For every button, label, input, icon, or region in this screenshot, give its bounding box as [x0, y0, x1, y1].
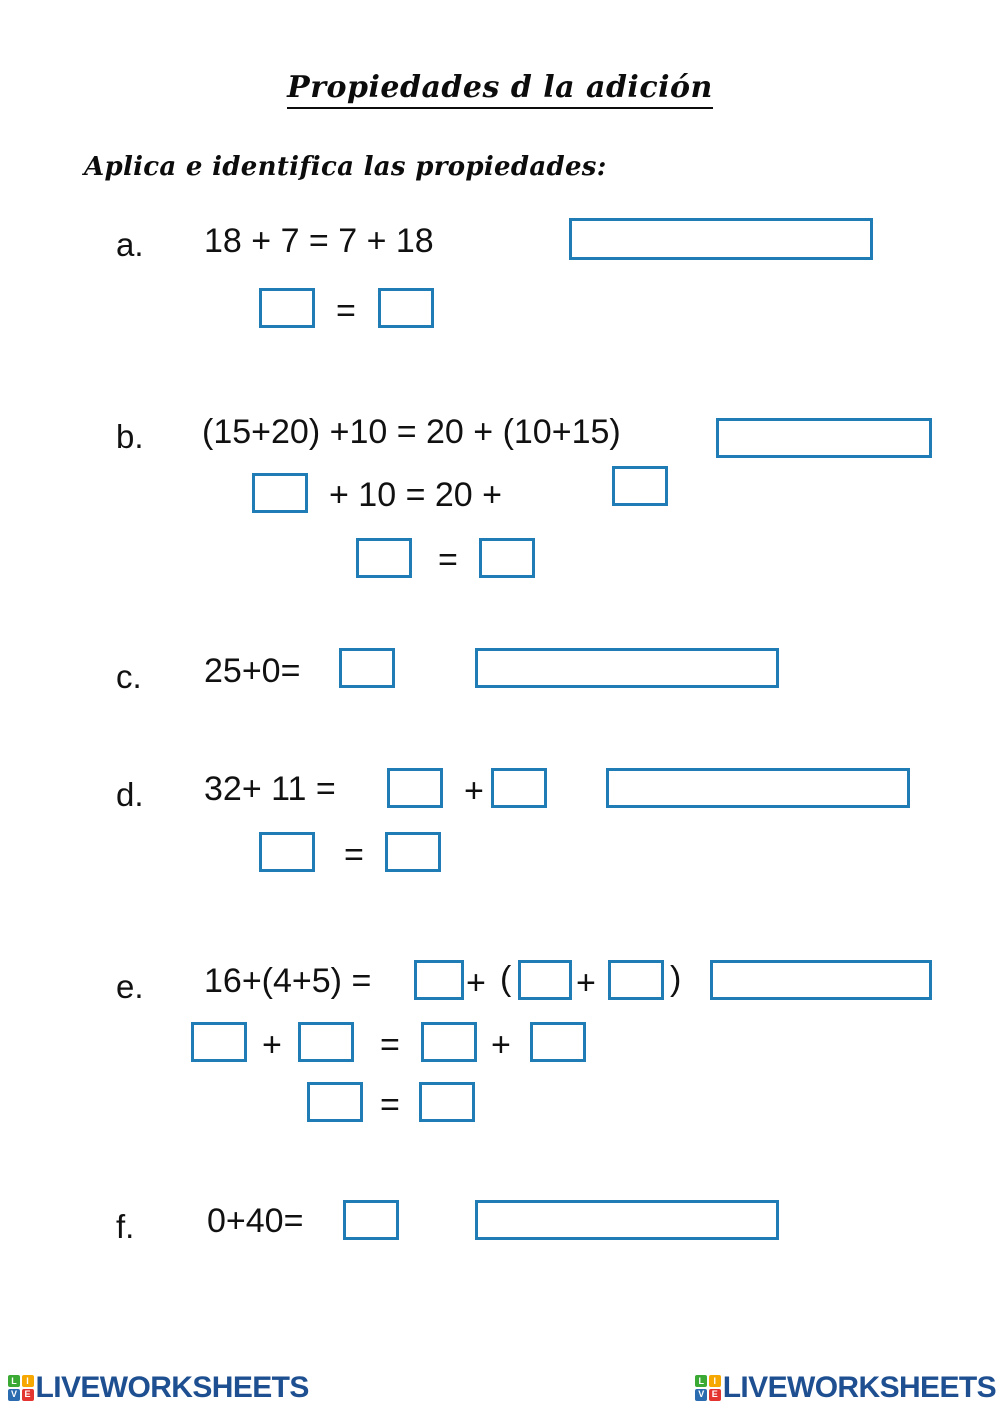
exercise-d-answer-box[interactable] [606, 768, 910, 808]
exercise-e-plus-2: + [576, 964, 596, 1002]
exercise-a-expression: 18 + 7 = 7 + 18 [204, 222, 434, 260]
exercise-a-equals: = [336, 292, 356, 330]
exercise-b-input-1[interactable] [252, 473, 308, 513]
page-title: Propiedades d la adición [287, 72, 713, 109]
exercise-e-input-3[interactable] [608, 960, 664, 1000]
exercise-b-answer-box[interactable] [716, 418, 932, 458]
exercise-f-input-1[interactable] [343, 1200, 399, 1240]
exercise-d-input-2[interactable] [491, 768, 547, 808]
exercise-a-input-1[interactable] [259, 288, 315, 328]
exercise-e-input-2[interactable] [518, 960, 572, 1000]
exercise-b-equals: = [438, 541, 458, 579]
footer-brand-text-right: LIVEWORKSHEETS [722, 1371, 997, 1404]
exercise-e-line3-equals: = [380, 1086, 400, 1124]
exercise-e-close-paren: ) [670, 960, 682, 998]
lw-tile-e: E [21, 1388, 34, 1401]
exercise-d-expression: 32+ 11 = [204, 770, 336, 808]
liveworksheets-tiles-icon: L I V E [8, 1375, 34, 1401]
exercise-e-input-7[interactable] [530, 1022, 586, 1062]
exercise-d-plus: + [464, 772, 484, 810]
exercise-letter-e: e. [116, 968, 144, 1005]
exercise-letter-b: b. [116, 418, 144, 455]
exercise-b-input-4[interactable] [479, 538, 535, 578]
exercise-d-input-1[interactable] [387, 768, 443, 808]
exercise-f-answer-box[interactable] [475, 1200, 779, 1240]
exercise-b-input-3[interactable] [356, 538, 412, 578]
lw-tile-v-right: V [695, 1388, 708, 1401]
lw-tile-l: L [8, 1375, 20, 1388]
exercise-e-input-8[interactable] [307, 1082, 363, 1122]
exercise-e-line2-plus-1: + [262, 1026, 282, 1064]
exercise-letter-c: c. [116, 658, 142, 695]
exercise-e-input-4[interactable] [191, 1022, 247, 1062]
page-title-wrap: Propiedades d la adición [0, 72, 1000, 109]
lw-tile-i-right: I [708, 1375, 721, 1388]
exercise-e-input-9[interactable] [419, 1082, 475, 1122]
exercise-a-input-2[interactable] [378, 288, 434, 328]
exercise-c-input-1[interactable] [339, 648, 395, 688]
exercise-a-answer-box[interactable] [569, 218, 873, 260]
exercise-letter-d: d. [116, 776, 144, 813]
instruction-text: Aplica e identifica las propiedades: [84, 152, 607, 182]
footer-logo-right[interactable]: L I V E LIVEWORKSHEETS [695, 1371, 997, 1404]
lw-tile-v: V [8, 1388, 20, 1401]
footer-logo-left[interactable]: L I V E LIVEWORKSHEETS [8, 1373, 309, 1403]
exercise-c-expression: 25+0= [204, 652, 301, 690]
exercise-e-open-paren: ( [500, 960, 512, 998]
lw-tile-l-right: L [695, 1375, 708, 1388]
exercise-e-line2-plus-2: + [491, 1026, 511, 1064]
exercise-b-line2-expression: + 10 = 20 + [329, 476, 502, 514]
liveworksheets-tiles-icon-right: L I V E [695, 1375, 721, 1401]
exercise-d-input-3[interactable] [259, 832, 315, 872]
exercise-e-answer-box[interactable] [710, 960, 932, 1000]
exercise-e-plus-1: + [466, 964, 486, 1002]
exercise-e-input-5[interactable] [298, 1022, 354, 1062]
exercise-letter-f: f. [116, 1208, 135, 1245]
exercise-d-input-4[interactable] [385, 832, 441, 872]
exercise-e-input-1[interactable] [414, 960, 464, 1000]
exercise-f-expression: 0+40= [207, 1202, 304, 1240]
exercise-d-equals: = [344, 836, 364, 874]
exercise-e-expression: 16+(4+5) = [204, 962, 372, 1000]
exercise-b-input-2[interactable] [612, 466, 668, 506]
exercise-b-expression: (15+20) +10 = 20 + (10+15) [202, 413, 621, 451]
lw-tile-i: I [21, 1375, 34, 1388]
exercise-c-answer-box[interactable] [475, 648, 779, 688]
exercise-letter-a: a. [116, 226, 144, 263]
footer-brand-text-left: LIVEWORKSHEETS [35, 1371, 310, 1404]
exercise-e-line2-equals: = [380, 1026, 400, 1064]
exercise-e-input-6[interactable] [421, 1022, 477, 1062]
lw-tile-e-right: E [708, 1388, 721, 1401]
